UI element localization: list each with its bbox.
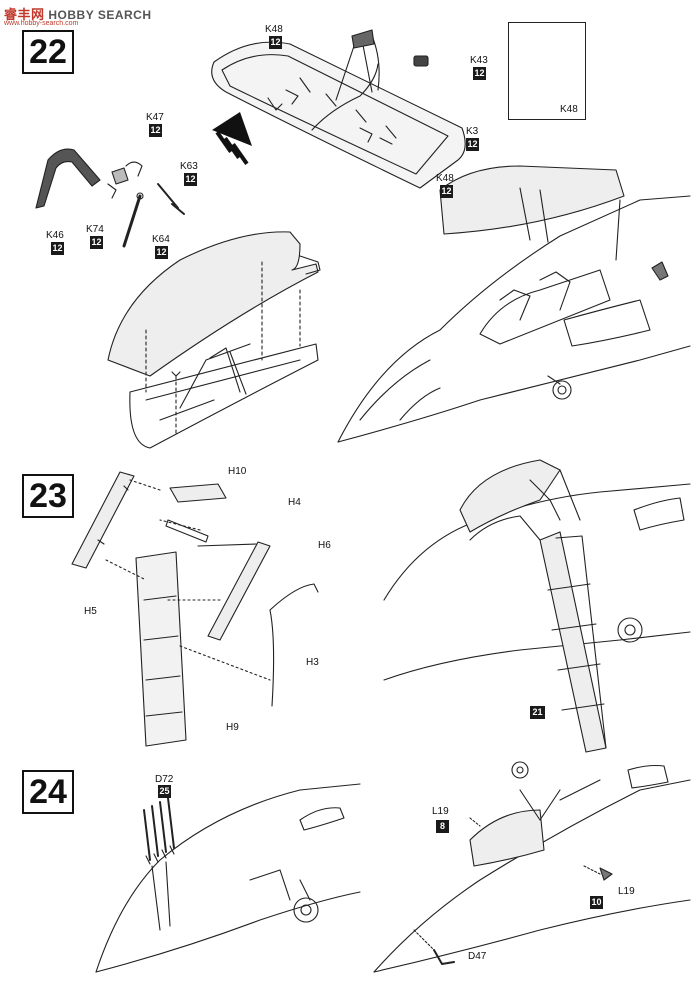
sprue-badge: 10 xyxy=(590,896,603,909)
part-label-l19: L19 xyxy=(432,806,449,817)
sprue-badge: 12 xyxy=(269,36,282,49)
part-label-k64: K64 xyxy=(152,234,170,245)
sprue-badge: 12 xyxy=(184,173,197,186)
watermark-brand-cn: 睿丰网 xyxy=(4,7,45,22)
part-label-h5: H5 xyxy=(84,606,97,617)
part-label-k74: K74 xyxy=(86,224,104,235)
inset-part-label: K48 xyxy=(560,104,578,115)
inset-detail-frame xyxy=(508,22,586,120)
part-label-k47: K47 xyxy=(146,112,164,123)
part-label-h9: H9 xyxy=(226,722,239,733)
part-label-k48: K48 xyxy=(265,24,283,35)
sprue-badge: 12 xyxy=(51,242,64,255)
part-label-k48-b: K48 xyxy=(436,173,454,184)
step-number-24: 24 xyxy=(22,770,74,814)
boarding-ladder-parts-drawing xyxy=(71,471,319,747)
canopy-assembly-drawing xyxy=(107,231,321,449)
sprue-badge: 12 xyxy=(473,67,486,80)
part-label-h4: H4 xyxy=(288,497,301,508)
sprue-badge: 25 xyxy=(158,785,171,798)
part-label-h10: H10 xyxy=(228,466,247,477)
sprue-badge: 12 xyxy=(90,236,103,249)
watermark-brand-en: HOBBY SEARCH xyxy=(48,8,152,22)
callout-badge-21: 21 xyxy=(530,706,545,719)
step-number-23: 23 xyxy=(22,474,74,518)
sprue-badge: 12 xyxy=(155,246,168,259)
canopy-actuator-drawing xyxy=(35,148,185,248)
sprue-badge: 12 xyxy=(149,124,162,137)
part-label-k46: K46 xyxy=(46,230,64,241)
canopy-frame-drawing xyxy=(211,29,466,189)
part-label-h6: H6 xyxy=(318,540,331,551)
aircraft-nose-24b-drawing xyxy=(373,761,691,973)
sprue-badge: 12 xyxy=(440,185,453,198)
part-label-d72: D72 xyxy=(155,774,174,785)
part-label-h3: H3 xyxy=(306,657,319,668)
part-label-l19-b: L19 xyxy=(618,886,635,897)
part-label-k43: K43 xyxy=(470,55,488,66)
part-label-k3: K3 xyxy=(466,126,479,137)
part-label-d47: D47 xyxy=(468,951,487,962)
direction-arrow-22 xyxy=(212,112,252,165)
sprue-badge: 12 xyxy=(466,138,479,151)
watermark-sub: www.hobby-search.com xyxy=(4,20,79,27)
watermark-brand: 睿丰网 HOBBY SEARCH xyxy=(4,4,151,23)
sprue-badge: 8 xyxy=(436,820,449,833)
aircraft-nose-22-drawing xyxy=(337,165,691,443)
part-label-k63: K63 xyxy=(180,161,198,172)
step-number-22: 22 xyxy=(22,30,74,74)
aircraft-nose-24a-drawing xyxy=(95,783,361,973)
aircraft-nose-23-drawing xyxy=(383,459,691,753)
